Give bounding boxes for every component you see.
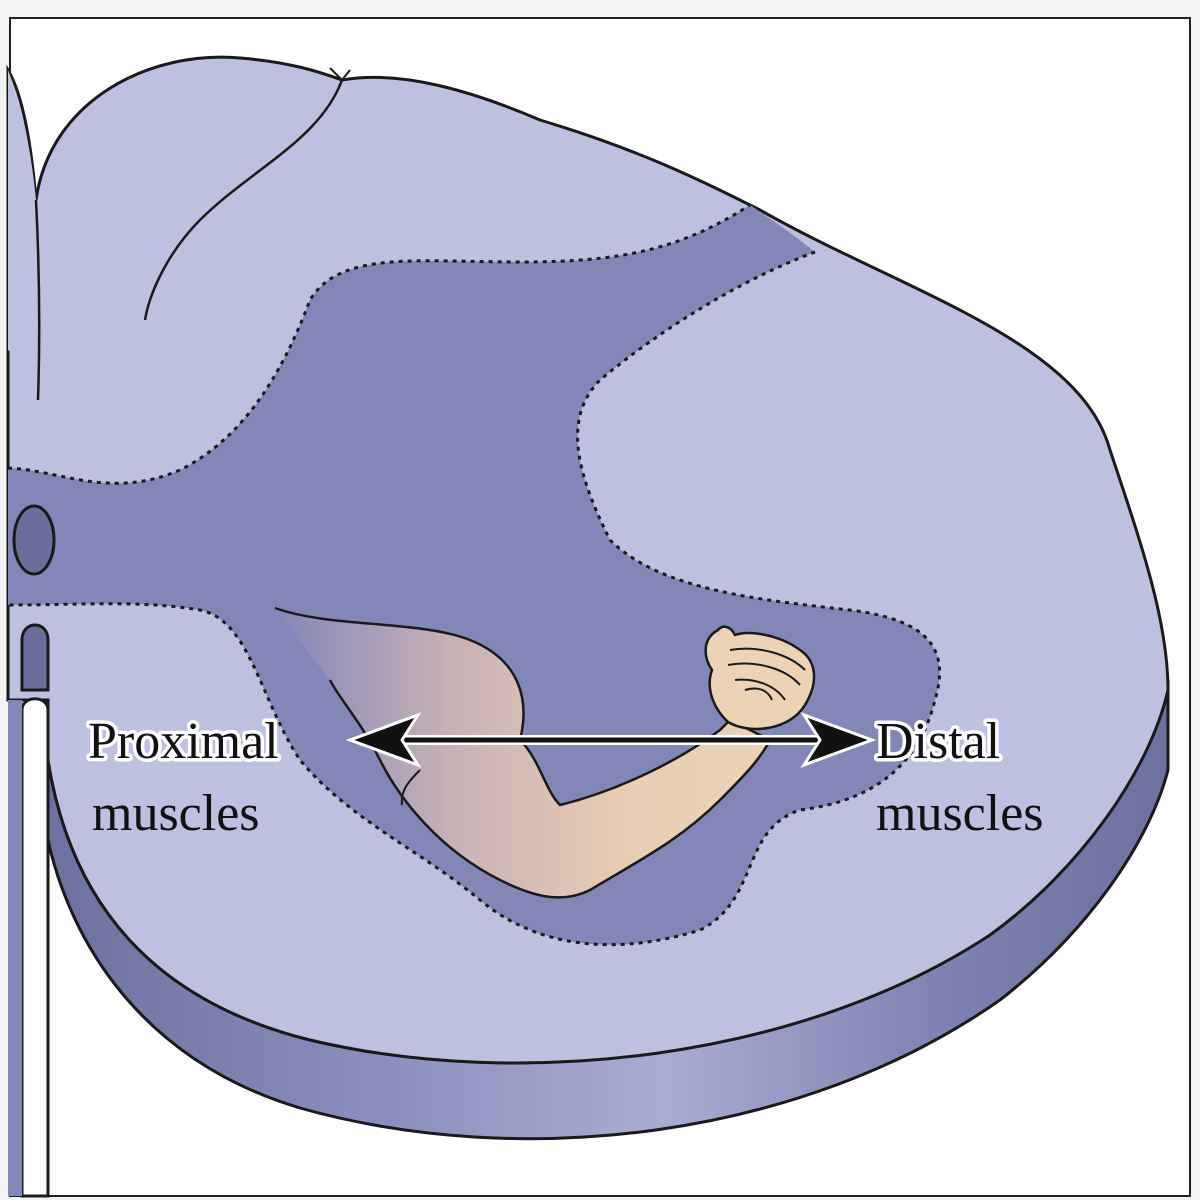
flexed-arm-icon: [274, 606, 816, 899]
anterior-fissure: [20, 623, 50, 692]
spinal-cord-section: [6, 55, 1170, 1198]
arrow-head-right: [800, 712, 877, 768]
proximal-label-halo-1: Proximal: [88, 713, 279, 770]
central-canal: [12, 504, 56, 576]
notch-line: [329, 67, 351, 82]
distal-label-line2: muscles: [876, 785, 1044, 842]
elbow-crease: [400, 769, 421, 806]
proximal-label-line2: muscles: [92, 785, 260, 842]
distal-label: Distal Distal muscles: [873, 710, 1044, 843]
proximal-label-line1: Proximal: [88, 713, 279, 770]
dorsal-septum-line: [143, 79, 344, 321]
fist-fingers: [727, 647, 806, 701]
fist: [704, 625, 816, 731]
gray-matter-boundary-upper: [7, 203, 751, 485]
double-headed-arrow-icon: [345, 712, 877, 768]
proximal-label: Proximal Proximal muscles: [85, 710, 283, 843]
distal-label-line1: Distal: [876, 713, 1000, 770]
anterior-fissure-gap: [20, 697, 50, 1198]
gray-matter-boundary-horn: [7, 250, 941, 947]
contralateral-strip: [8, 70, 36, 400]
arrow-head-left: [345, 712, 422, 768]
midline-fissure-upper: [34, 199, 41, 401]
distal-label-halo-1: Distal: [876, 713, 1000, 770]
left-edge-slab: [8, 700, 22, 1196]
upper-arm-and-forearm: [274, 606, 772, 899]
